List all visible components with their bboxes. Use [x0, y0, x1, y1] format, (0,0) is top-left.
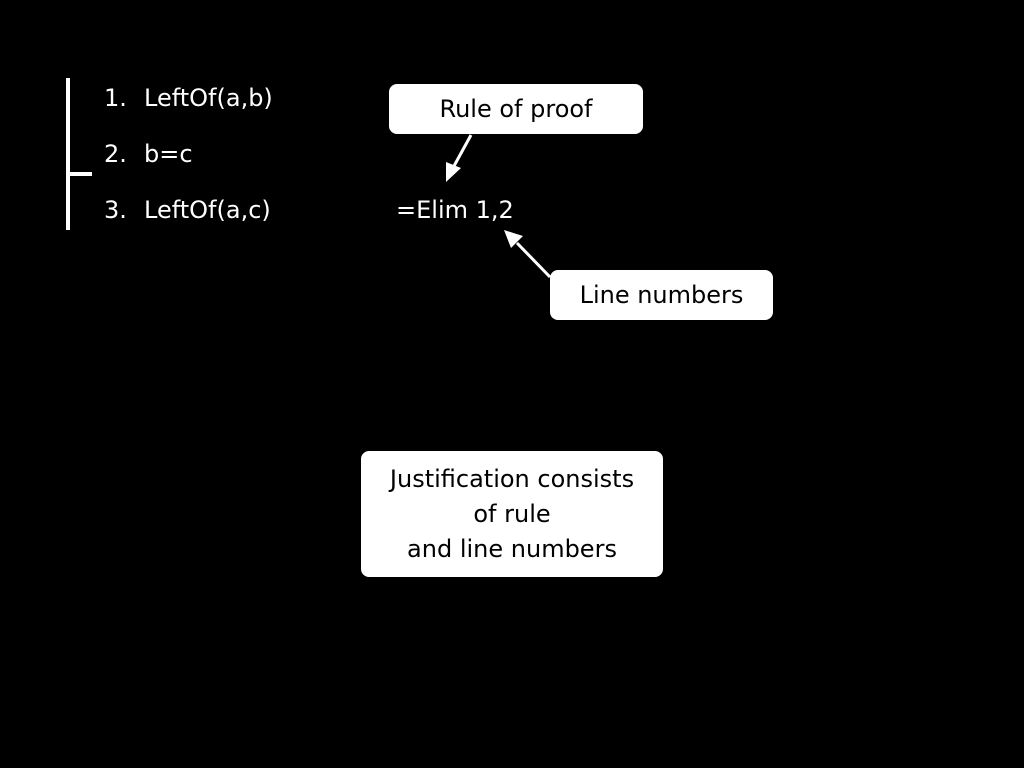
proof-line-3: 3. LeftOf(a,c) — [104, 196, 271, 224]
proof-line-1: 1. LeftOf(a,b) — [104, 84, 273, 112]
justification-text: =Elim 1,2 — [396, 196, 514, 224]
summary-line: and line numbers — [407, 535, 617, 563]
rule-of-proof-callout: Rule of proof — [389, 84, 643, 134]
proof-line-2: 2. b=c — [104, 140, 193, 168]
proof-formula: b=c — [144, 140, 193, 168]
rule-arrow-shaft — [452, 134, 473, 167]
summary-line: of rule — [473, 500, 551, 528]
line-numbers-callout: Line numbers — [550, 270, 773, 320]
summary-line: Justification consists — [389, 465, 635, 493]
proof-line-number: 1. — [104, 84, 127, 112]
proof-line-number: 2. — [104, 140, 127, 168]
justification-summary-callout: Justification consists of rule and line … — [361, 451, 663, 577]
proof-formula: LeftOf(a,b) — [144, 84, 273, 112]
line-numbers-arrow-shaft — [515, 241, 552, 279]
rule-arrow-head — [446, 162, 461, 182]
line-numbers-arrow-head — [504, 230, 523, 248]
proof-formula: LeftOf(a,c) — [144, 196, 271, 224]
proof-line-number: 3. — [104, 196, 127, 224]
